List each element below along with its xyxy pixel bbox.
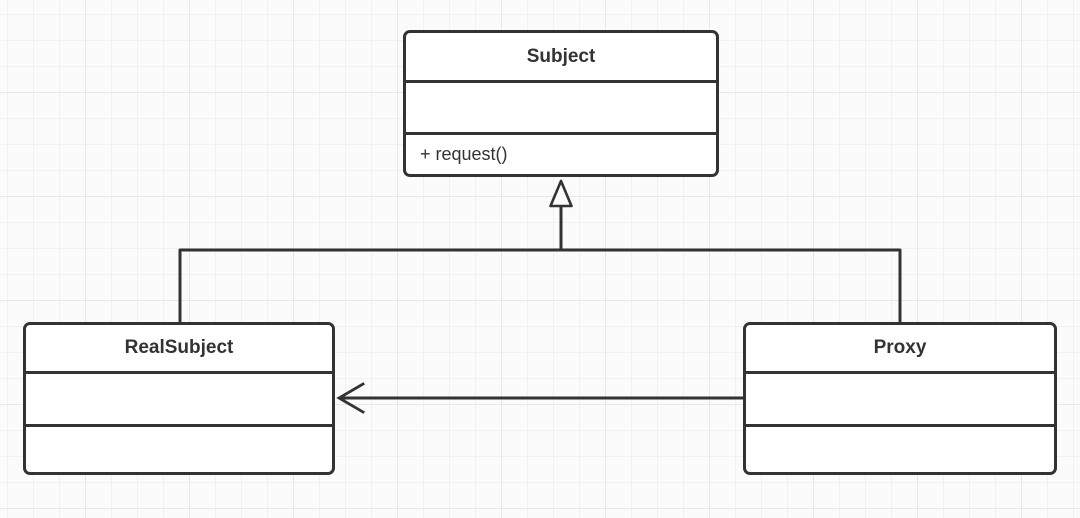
attributes-compartment-subject[interactable] bbox=[406, 80, 716, 132]
generalization-edge-realsubject-proxy-to-subject[interactable] bbox=[178, 179, 902, 324]
association-edge-proxy-to-realsubject[interactable] bbox=[336, 382, 745, 414]
methods-compartment-subject[interactable]: + request() bbox=[406, 132, 716, 174]
attributes-compartment-proxy[interactable] bbox=[746, 371, 1054, 424]
class-node-subject[interactable]: Subject + request() bbox=[403, 30, 719, 177]
class-node-realsubject[interactable]: RealSubject bbox=[23, 322, 335, 475]
attributes-compartment-realsubject[interactable] bbox=[26, 371, 332, 424]
class-title-subject: Subject bbox=[526, 45, 596, 67]
methods-compartment-realsubject[interactable] bbox=[26, 424, 332, 472]
hollow-triangle-arrowhead bbox=[549, 179, 573, 208]
generalization-edge-path[interactable] bbox=[178, 204, 902, 324]
class-title-realsubject: RealSubject bbox=[124, 337, 234, 358]
open-arrowhead bbox=[336, 382, 365, 414]
class-node-proxy[interactable]: Proxy bbox=[743, 322, 1057, 475]
class-title-proxy: Proxy bbox=[873, 337, 927, 358]
methods-compartment-proxy[interactable] bbox=[746, 424, 1054, 472]
